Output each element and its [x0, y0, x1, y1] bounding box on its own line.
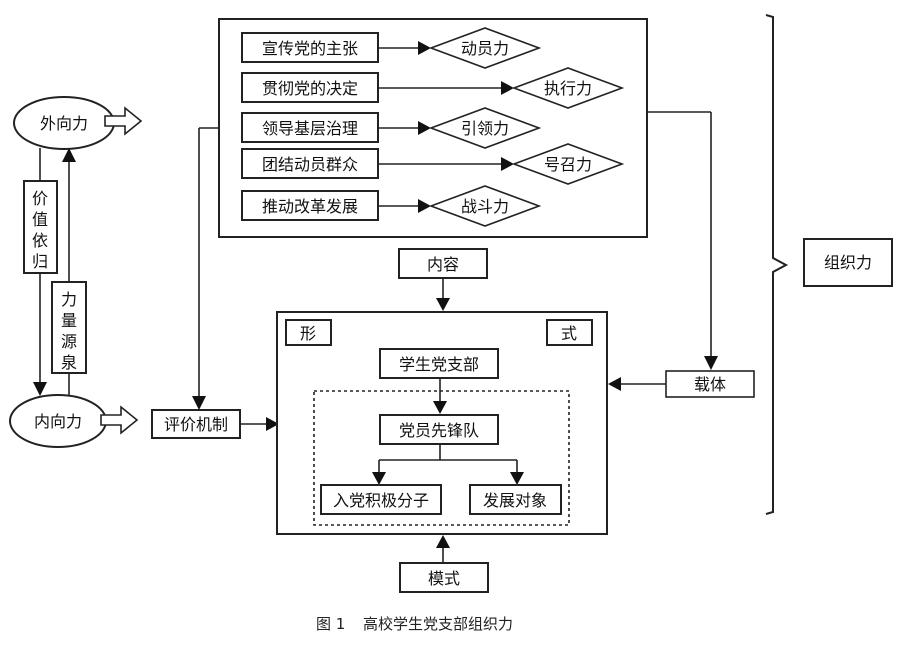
- force-label: 战斗力: [461, 197, 509, 216]
- down-arrowhead-icon: [704, 356, 718, 370]
- right-arrowhead-icon: [501, 81, 514, 95]
- force-diamond: [511, 67, 625, 109]
- form-right-box: [546, 319, 593, 346]
- branch-box: [379, 348, 499, 379]
- power-char: 量: [61, 311, 77, 330]
- right-arrowhead-icon: [501, 157, 514, 171]
- up-arrowhead-icon: [436, 535, 450, 548]
- figure-number: 图 1: [316, 615, 345, 633]
- power-char: 力: [61, 290, 77, 309]
- dashed-group: [313, 390, 570, 526]
- power-char: 泉: [61, 353, 77, 372]
- value-char: 依: [32, 231, 48, 250]
- force-diamond: [428, 185, 542, 227]
- form-right-label: 式: [561, 324, 577, 343]
- force-label: 动员力: [461, 39, 509, 58]
- form-left-box: [285, 319, 332, 346]
- force-diamond: [428, 27, 542, 69]
- right-arrowhead-icon: [418, 121, 431, 135]
- inward-force-label: 内向力: [34, 412, 82, 431]
- branch-label: 学生党支部: [399, 355, 479, 374]
- inward-hollow-arrow-icon: [100, 405, 139, 435]
- down-arrowhead-icon: [372, 472, 386, 485]
- force-diamond: [428, 107, 542, 149]
- action-label: 宣传党的主张: [262, 39, 358, 58]
- value-char: 归: [32, 252, 48, 271]
- value-char: 价: [32, 189, 48, 208]
- content-box: [398, 248, 488, 279]
- mode-label: 模式: [428, 569, 460, 588]
- power-source-box: [51, 281, 87, 374]
- evaluation-mechanism-label: 评价机制: [164, 415, 228, 434]
- left-arrowhead-icon: [608, 377, 621, 391]
- vanguard-box: [379, 414, 499, 445]
- content-label: 内容: [427, 255, 459, 274]
- form-left-label: 形: [300, 324, 316, 343]
- action-label: 推动改革发展: [262, 197, 358, 216]
- force-label: 执行力: [544, 79, 592, 98]
- force-diamond: [511, 143, 625, 185]
- force-label: 号召力: [544, 155, 592, 174]
- action-label: 领导基层治理: [262, 119, 358, 138]
- outward-force-label: 外向力: [40, 114, 88, 133]
- up-arrowhead-icon: [62, 148, 76, 162]
- carrier-label: 载体: [694, 375, 726, 394]
- down-arrowhead-icon: [510, 472, 524, 485]
- organizational-power-label: 组织力: [824, 253, 872, 272]
- curly-brace-icon: [765, 14, 789, 515]
- right-arrowhead-icon: [418, 41, 431, 55]
- figure-caption: 高校学生党支部组织力: [363, 615, 513, 633]
- value-char: 值: [32, 210, 48, 229]
- activists-label: 入党积极分子: [333, 491, 429, 510]
- down-arrowhead-icon: [436, 298, 450, 311]
- action-label: 贯彻党的决定: [262, 79, 358, 98]
- candidates-label: 发展对象: [483, 491, 547, 510]
- force-label: 引领力: [461, 119, 509, 138]
- vanguard-label: 党员先锋队: [399, 421, 479, 440]
- action-box: [241, 148, 379, 179]
- down-arrowhead-icon: [192, 396, 206, 410]
- evaluation-mechanism-box: [151, 409, 241, 439]
- action-label: 团结动员群众: [262, 155, 358, 174]
- down-arrowhead-icon: [33, 382, 47, 396]
- down-arrowhead-icon: [433, 401, 447, 414]
- right-arrowhead-icon: [418, 199, 431, 213]
- activists-box: [320, 484, 442, 515]
- action-box: [241, 72, 379, 103]
- value-attribution-box: [23, 180, 58, 274]
- outward-hollow-arrow-icon: [104, 106, 143, 136]
- power-char: 源: [61, 332, 77, 351]
- mode-box: [399, 562, 489, 593]
- organizational-power-box: [803, 238, 893, 287]
- candidates-box: [469, 484, 562, 515]
- carrier-box: [665, 370, 755, 398]
- action-box: [241, 112, 379, 143]
- right-arrowhead-icon: [266, 417, 279, 431]
